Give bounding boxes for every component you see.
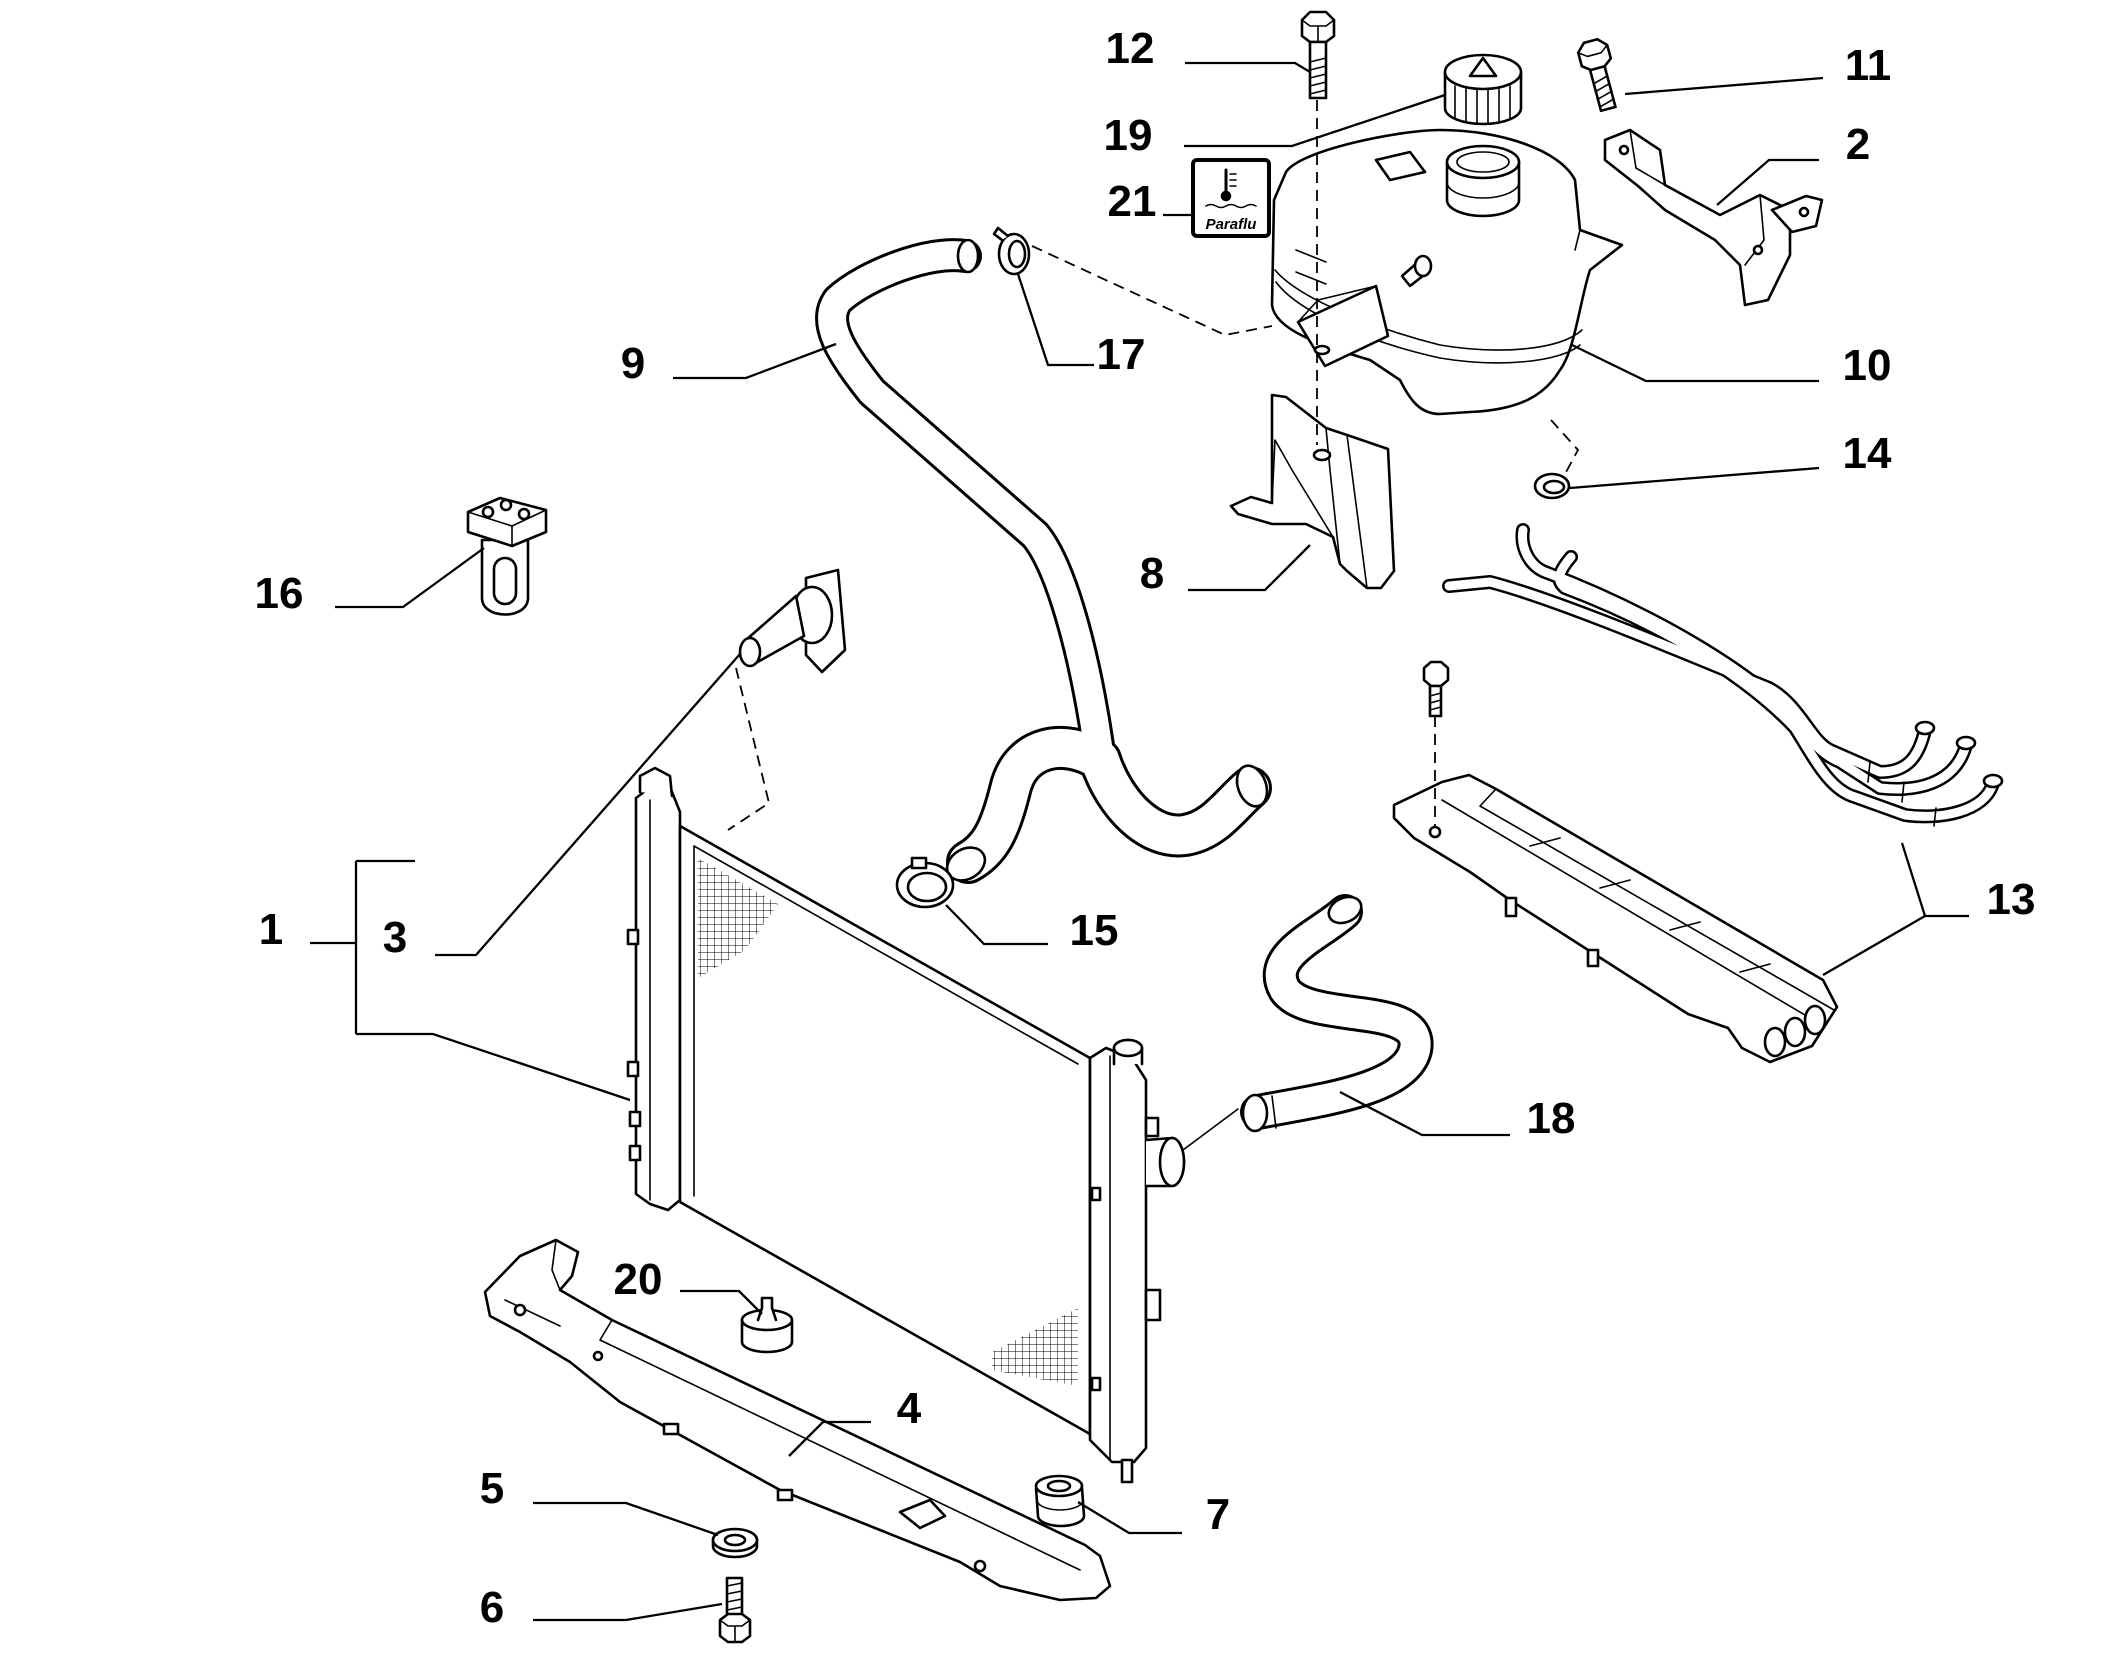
leader-3 xyxy=(435,653,741,957)
upper-hose xyxy=(815,238,1272,884)
callout-5: 5 xyxy=(480,1464,504,1513)
tank-level-label xyxy=(1374,150,1427,182)
callout-21: 21 xyxy=(1108,177,1157,226)
radiator-side-lug xyxy=(1144,1288,1162,1322)
leader-8 xyxy=(1188,544,1311,592)
callout-6: 6 xyxy=(480,1583,504,1632)
leader-14 xyxy=(1569,466,1820,490)
radiator-stud xyxy=(626,928,640,946)
callout-1: 1 xyxy=(259,905,283,954)
thermometer-icon xyxy=(1205,168,1257,209)
rubber-bushing-7 xyxy=(1034,1474,1086,1528)
callout-17: 17 xyxy=(1097,330,1146,379)
bar-bolt xyxy=(1422,660,1450,718)
leader-9 xyxy=(673,342,837,380)
bolt-12 xyxy=(1300,10,1336,100)
washer-5 xyxy=(711,1527,759,1559)
radiator-core-mesh xyxy=(698,858,778,978)
callout-10: 10 xyxy=(1843,341,1892,390)
leader-15 xyxy=(945,904,1048,946)
callout-14: 14 xyxy=(1843,429,1892,478)
callout-19: 19 xyxy=(1104,111,1153,160)
callout-12: 12 xyxy=(1106,24,1155,73)
coolant-label-icon: Paraflu xyxy=(1191,158,1271,238)
lower-hose xyxy=(1240,894,1434,1133)
radiator-side-lug xyxy=(1144,1116,1160,1138)
rubber-mount-20 xyxy=(740,1296,794,1354)
callout-15: 15 xyxy=(1070,906,1119,955)
leader-2 xyxy=(1716,158,1819,206)
cap-arrow-icon xyxy=(1468,56,1498,78)
leader-18 xyxy=(1339,1090,1510,1137)
callout-9: 9 xyxy=(621,339,645,388)
radiator-left-tank xyxy=(634,784,682,1212)
radiator-stud xyxy=(626,1060,640,1078)
leader-16 xyxy=(335,547,485,609)
bolt-11 xyxy=(1576,37,1617,113)
leader-10 xyxy=(1571,343,1819,383)
bolt-6 xyxy=(718,1576,752,1644)
leader-12 xyxy=(1185,61,1311,73)
radiator-stud xyxy=(628,1144,642,1162)
callout-8: 8 xyxy=(1140,549,1164,598)
callout-7: 7 xyxy=(1206,1490,1230,1539)
radiator xyxy=(626,766,1239,1484)
tank-bracket xyxy=(1229,393,1396,590)
coolant-label-text: Paraflu xyxy=(1206,216,1257,233)
leader-7 xyxy=(1077,1501,1182,1535)
callout-2: 2 xyxy=(1846,120,1870,169)
radiator-right-tank xyxy=(1088,1046,1148,1464)
callout-16: 16 xyxy=(255,569,304,618)
leader-6 xyxy=(533,1602,723,1622)
callout-13: 13 xyxy=(1987,875,2036,924)
leader-13 xyxy=(1822,842,1969,976)
radiator-stud xyxy=(628,1110,642,1128)
hose-clamp-15 xyxy=(895,856,955,909)
expansion-tank-cap xyxy=(1443,53,1523,126)
callout-20: 20 xyxy=(614,1255,663,1304)
radiator-top-pin xyxy=(638,766,674,798)
leader-5 xyxy=(533,1501,719,1537)
callout-18: 18 xyxy=(1527,1094,1576,1143)
leader-lines xyxy=(310,61,1969,1622)
callout-labels: 12 11 19 2 21 9 17 10 14 16 8 1 3 15 13 … xyxy=(255,24,2036,1632)
callout-4: 4 xyxy=(897,1384,922,1433)
hose-clip-17 xyxy=(992,226,1031,276)
hose-clamp-14 xyxy=(1533,472,1571,500)
pipe-support-bar xyxy=(1392,773,1839,1064)
assembly-guide-lines xyxy=(727,100,1580,831)
tank-support-bracket xyxy=(1603,128,1824,307)
radiator-core-mesh xyxy=(992,1308,1078,1386)
expansion-tank xyxy=(1270,128,1624,416)
radiator-connector xyxy=(738,568,847,674)
coolant-pipes xyxy=(1442,523,2004,827)
leader-17 xyxy=(1016,273,1094,367)
mounting-bracket xyxy=(466,496,548,616)
callout-3: 3 xyxy=(383,913,407,962)
leader-4 xyxy=(788,1420,871,1457)
callout-11: 11 xyxy=(1845,41,1892,90)
leader-19 xyxy=(1184,93,1446,148)
leader-11 xyxy=(1624,76,1824,96)
lower-crossmember xyxy=(483,1238,1112,1602)
leader-20 xyxy=(680,1289,763,1315)
leader-1 xyxy=(310,859,631,1102)
radiator-bottom-peg xyxy=(1120,1458,1134,1484)
